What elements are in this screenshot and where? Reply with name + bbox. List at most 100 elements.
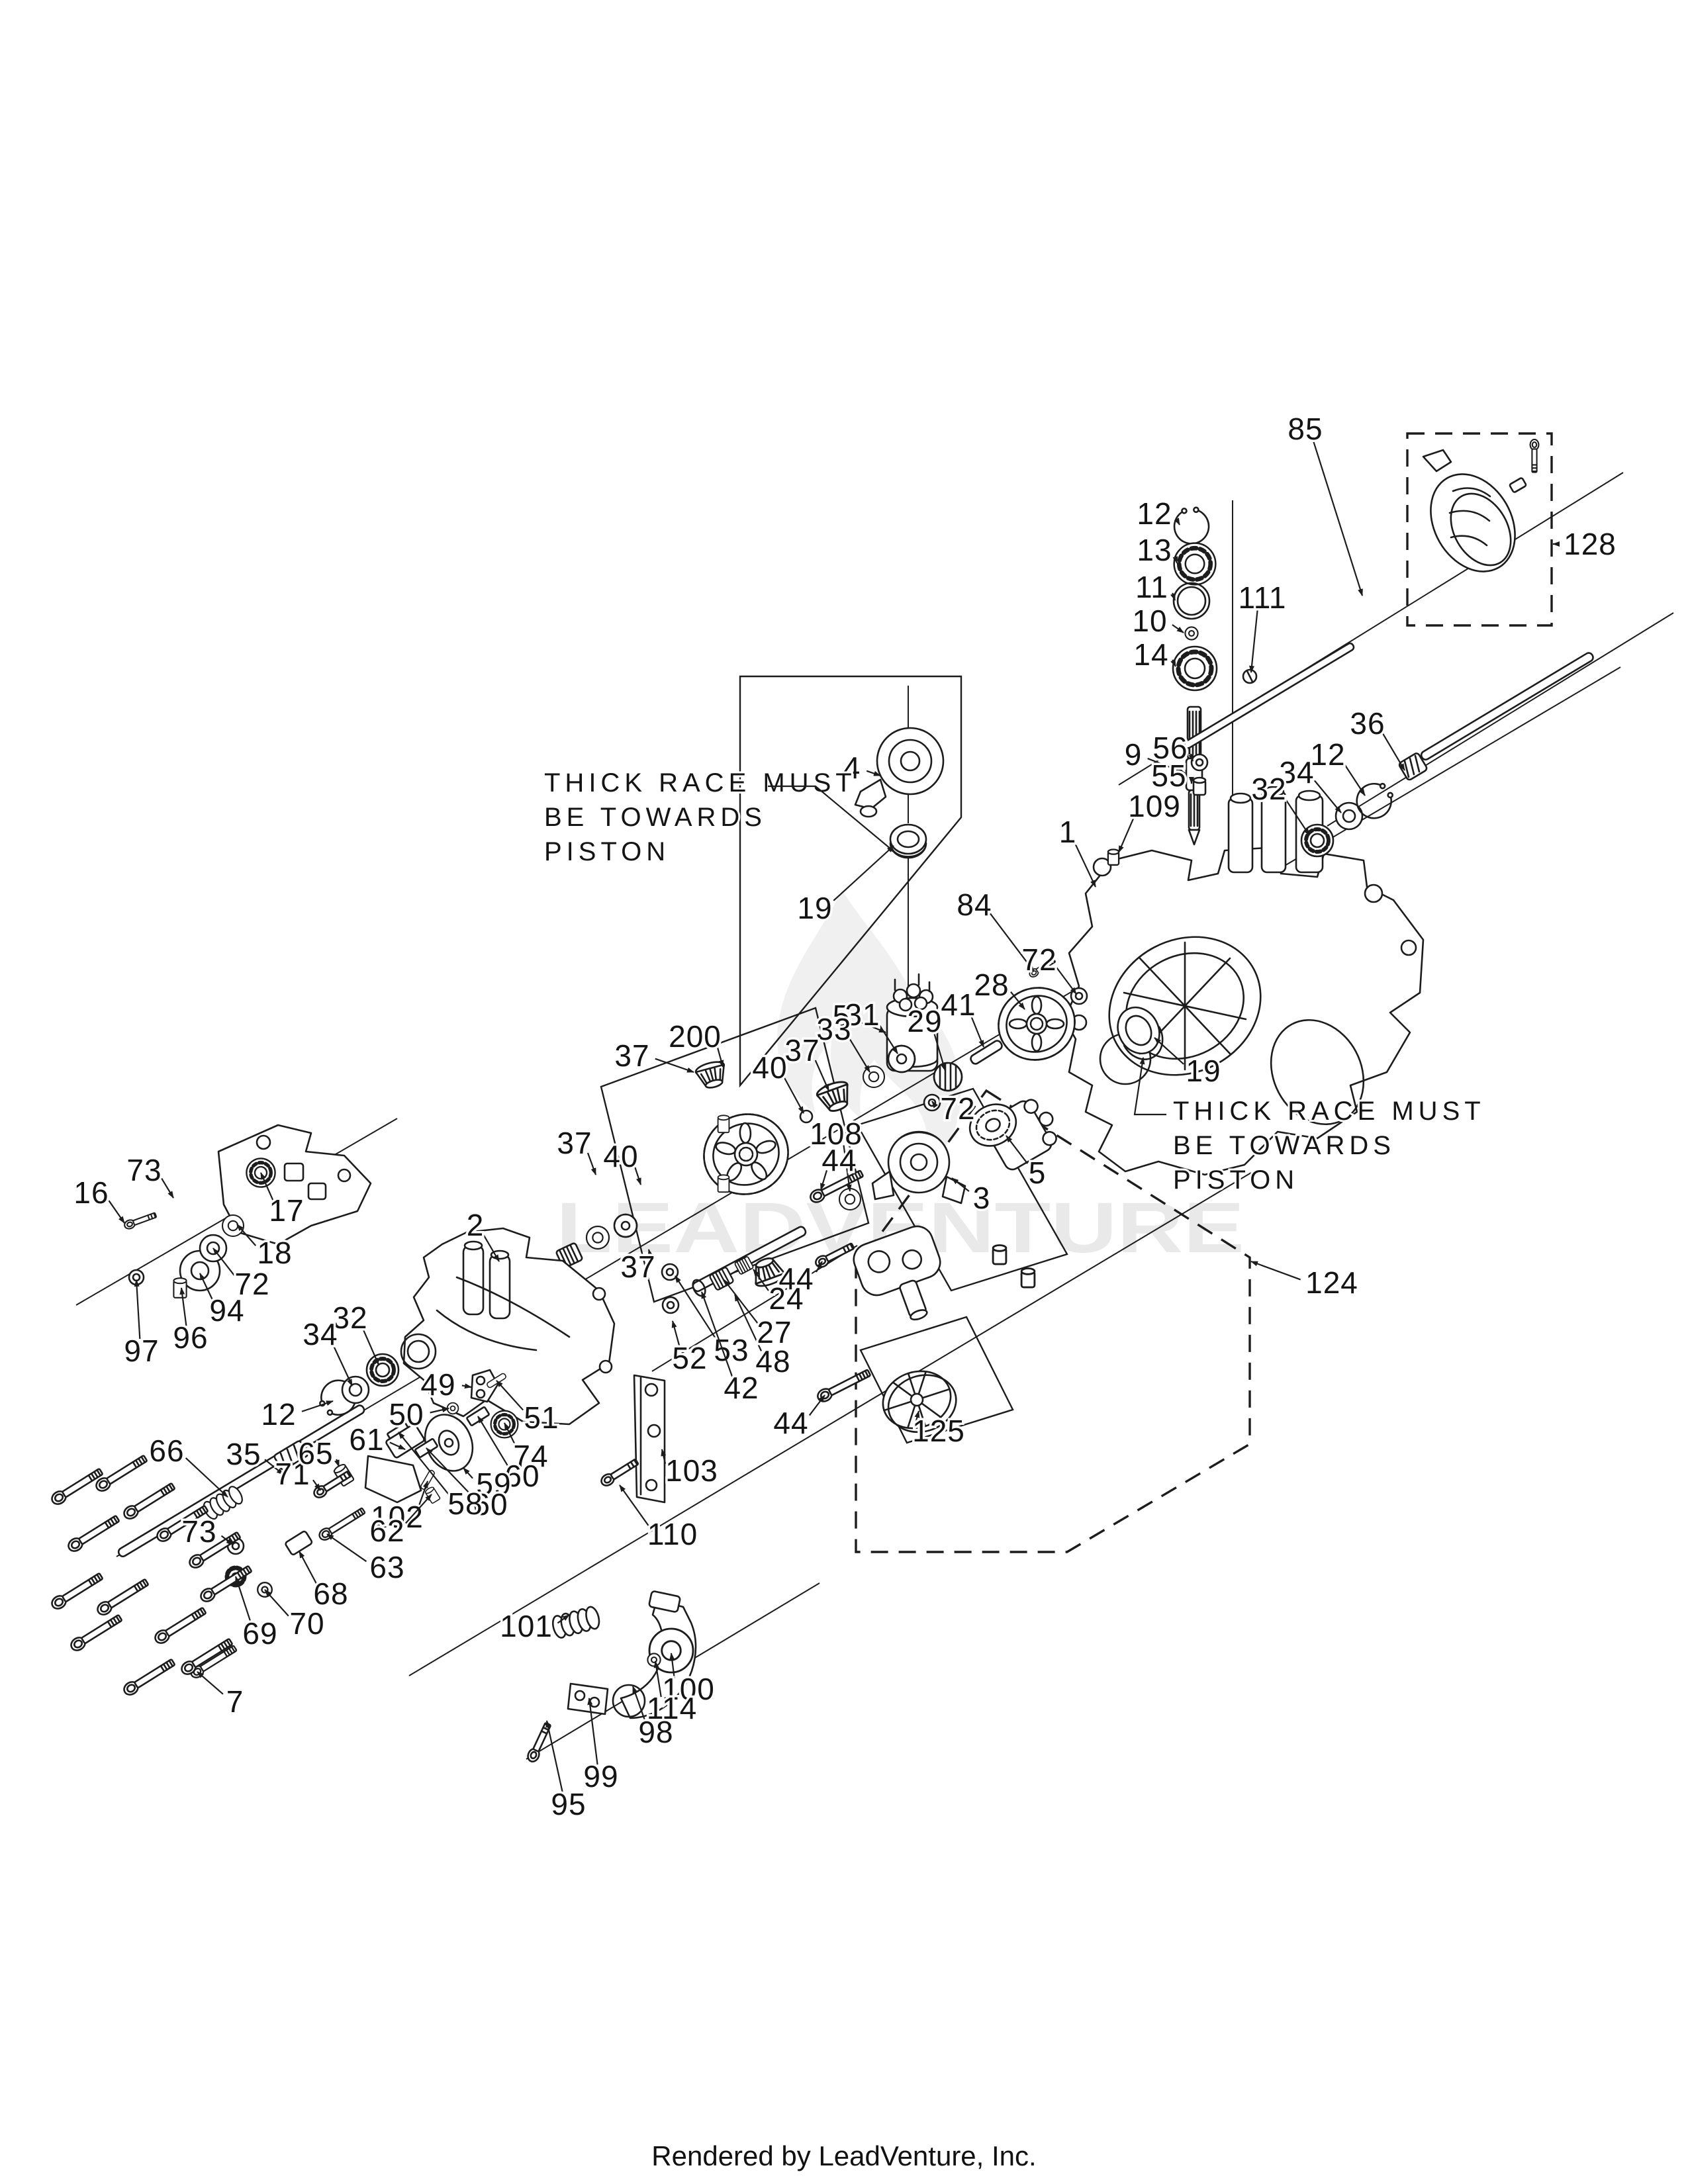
- callout-95: 95: [551, 1787, 586, 1821]
- leader-2: [483, 1234, 500, 1262]
- leader-62: [405, 1494, 432, 1524]
- note-1-line-1: BE TOWARDS: [1173, 1131, 1395, 1160]
- callout-12: 12: [1137, 496, 1172, 531]
- callout-72: 72: [234, 1267, 269, 1301]
- part-pump-plate: [853, 1225, 941, 1321]
- leader-73: [161, 1177, 174, 1199]
- note-0-line-1: BE TOWARDS: [544, 803, 767, 832]
- leader-94: [199, 1273, 214, 1301]
- callout-125: 125: [912, 1414, 965, 1448]
- leader-34: [332, 1343, 353, 1387]
- callout-58: 58: [447, 1486, 483, 1521]
- callout-96: 96: [173, 1320, 208, 1355]
- callout-29: 29: [907, 1004, 942, 1038]
- callout-56: 56: [1152, 731, 1188, 765]
- callout-73: 73: [126, 1153, 162, 1187]
- callout-14: 14: [1133, 637, 1168, 672]
- leader-3: [951, 1177, 970, 1192]
- leader-16: [108, 1200, 125, 1224]
- callout-63: 63: [369, 1550, 404, 1584]
- callout-101: 101: [500, 1609, 553, 1643]
- leader-102: [417, 1480, 429, 1508]
- callout-70: 70: [289, 1606, 324, 1641]
- callout-128: 128: [1564, 527, 1617, 561]
- callout-24: 24: [769, 1281, 804, 1316]
- callout-84: 84: [957, 887, 992, 922]
- callout-36: 36: [1350, 706, 1385, 741]
- callout-71: 71: [275, 1457, 310, 1491]
- part-differential-gear: [703, 1113, 789, 1195]
- leader-32: [1284, 797, 1310, 836]
- leader-37: [586, 1152, 597, 1175]
- leader-110: [619, 1484, 649, 1527]
- callout-59: 59: [476, 1467, 511, 1501]
- leader-24: [753, 1269, 769, 1291]
- callout-37: 37: [614, 1038, 649, 1073]
- leader-19: [1154, 1037, 1184, 1065]
- leader-65: [334, 1459, 340, 1467]
- leader-71: [312, 1479, 321, 1491]
- callout-109: 109: [1128, 789, 1181, 823]
- callout-41: 41: [941, 987, 976, 1022]
- leader-33: [849, 1038, 870, 1073]
- callout-27: 27: [757, 1315, 792, 1349]
- leader-44: [808, 1394, 825, 1416]
- callout-68: 68: [313, 1576, 348, 1611]
- leader-125: [914, 1410, 920, 1423]
- leader-41: [970, 1015, 985, 1048]
- callout-44: 44: [821, 1143, 857, 1177]
- callout-16: 16: [73, 1175, 109, 1210]
- leader-40: [783, 1076, 804, 1114]
- leader-37: [655, 1058, 694, 1073]
- callout-4: 4: [843, 751, 861, 785]
- leader-36: [1382, 732, 1405, 771]
- leader-49: [461, 1383, 472, 1389]
- leader-69: [234, 1576, 252, 1623]
- note-0-line-2: PISTON: [544, 837, 670, 866]
- part-gerotor-pump: [871, 1130, 966, 1205]
- callout-42: 42: [724, 1371, 759, 1405]
- leader-111: [1249, 609, 1258, 673]
- leader-53: [675, 1275, 718, 1342]
- leader-85: [1312, 439, 1364, 596]
- leader-37: [647, 1249, 653, 1257]
- callout-100: 100: [662, 1672, 715, 1706]
- callout-12: 12: [261, 1397, 296, 1432]
- callout-44: 44: [778, 1261, 814, 1296]
- callout-28: 28: [974, 968, 1009, 1002]
- leader-13: [1172, 555, 1178, 564]
- leader-72: [931, 1101, 939, 1109]
- leader-56: [1188, 753, 1194, 762]
- part-filter: [882, 1370, 957, 1433]
- leader-14: [1170, 659, 1177, 667]
- callout-19: 19: [1186, 1054, 1221, 1088]
- leader-59: [463, 1467, 473, 1479]
- part-main-housing: [1063, 786, 1425, 1176]
- leader-12: [1174, 518, 1180, 525]
- callout-66: 66: [149, 1433, 184, 1468]
- leader-60: [426, 1447, 473, 1497]
- leader-52: [671, 1320, 680, 1347]
- callout-34: 34: [303, 1317, 338, 1351]
- callout-53: 53: [714, 1333, 749, 1367]
- callout-31: 31: [845, 997, 880, 1032]
- note-1-line-0: THICK RACE MUST: [1173, 1097, 1485, 1126]
- leader-31: [878, 1023, 898, 1054]
- callout-74: 74: [513, 1439, 548, 1473]
- callout-110: 110: [647, 1517, 698, 1551]
- callout-72: 72: [940, 1091, 975, 1126]
- part-brake-arm-assy: [525, 1590, 697, 1764]
- callout-37: 37: [784, 1033, 820, 1068]
- leader-34: [1313, 780, 1342, 813]
- leader-42: [700, 1291, 733, 1377]
- note-1-line-2: PISTON: [1173, 1165, 1299, 1195]
- leader-58: [398, 1432, 450, 1496]
- callout-5: 5: [833, 999, 851, 1033]
- callout-37: 37: [557, 1126, 592, 1160]
- leader-37: [814, 1060, 830, 1091]
- callout-33: 33: [816, 1012, 851, 1046]
- leader-48: [734, 1294, 763, 1351]
- callout-65: 65: [298, 1436, 333, 1471]
- leader-60: [477, 1416, 509, 1467]
